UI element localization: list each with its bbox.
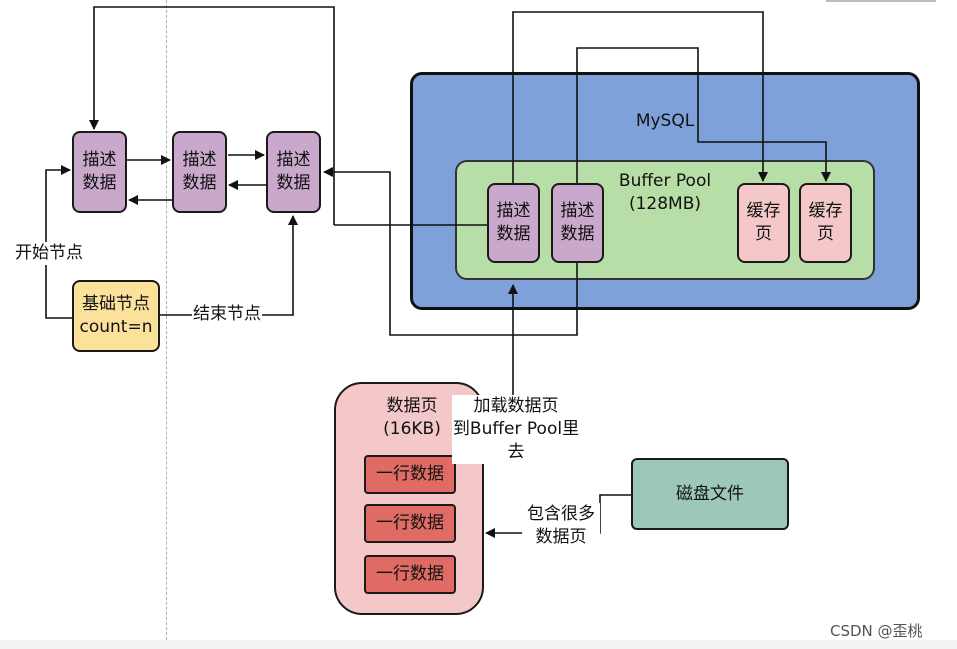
row-3: 一行数据 — [364, 555, 456, 594]
divider-dashed-line — [166, 0, 167, 640]
pool-descriptor-block-2: 描述 数据 — [551, 183, 604, 263]
row-2: 一行数据 — [364, 504, 456, 543]
mysql-title: MySQL — [635, 111, 695, 131]
link-desc2-cache2 — [576, 47, 831, 183]
row-1: 一行数据 — [364, 455, 456, 494]
label-start-node: 开始节点 — [14, 242, 84, 265]
bottom-strip — [0, 640, 957, 649]
cache-page-1: 缓存页 — [737, 183, 790, 263]
link-pool-desc2-desc3 — [323, 167, 578, 336]
top-edge-line — [826, 0, 936, 2]
watermark: CSDN @歪桃 — [830, 622, 923, 640]
cache-page-2: 缓存页 — [799, 183, 852, 263]
label-load-pool: 加载数据页 到Buffer Pool里去 — [452, 395, 580, 464]
disk-file: 磁盘文件 — [631, 458, 789, 530]
base-node: 基础节点 count=n — [72, 280, 160, 352]
data-page-title: 数据页 (16KB) — [383, 396, 441, 439]
link-top-loop — [89, 6, 335, 225]
descriptor-block-1: 描述 数据 — [72, 131, 127, 213]
descriptor-block-3: 描述 数据 — [266, 131, 321, 213]
label-contains-pages: 包含很多 数据页 — [522, 503, 600, 549]
link-desc-cache1 — [512, 11, 768, 183]
pool-descriptor-block-1: 描述 数据 — [487, 183, 540, 263]
link-end-node — [160, 215, 298, 316]
buffer-pool-title: Buffer Pool (128MB) — [618, 171, 712, 214]
label-end-node: 结束节点 — [192, 303, 262, 326]
descriptor-block-2: 描述 数据 — [172, 131, 227, 213]
